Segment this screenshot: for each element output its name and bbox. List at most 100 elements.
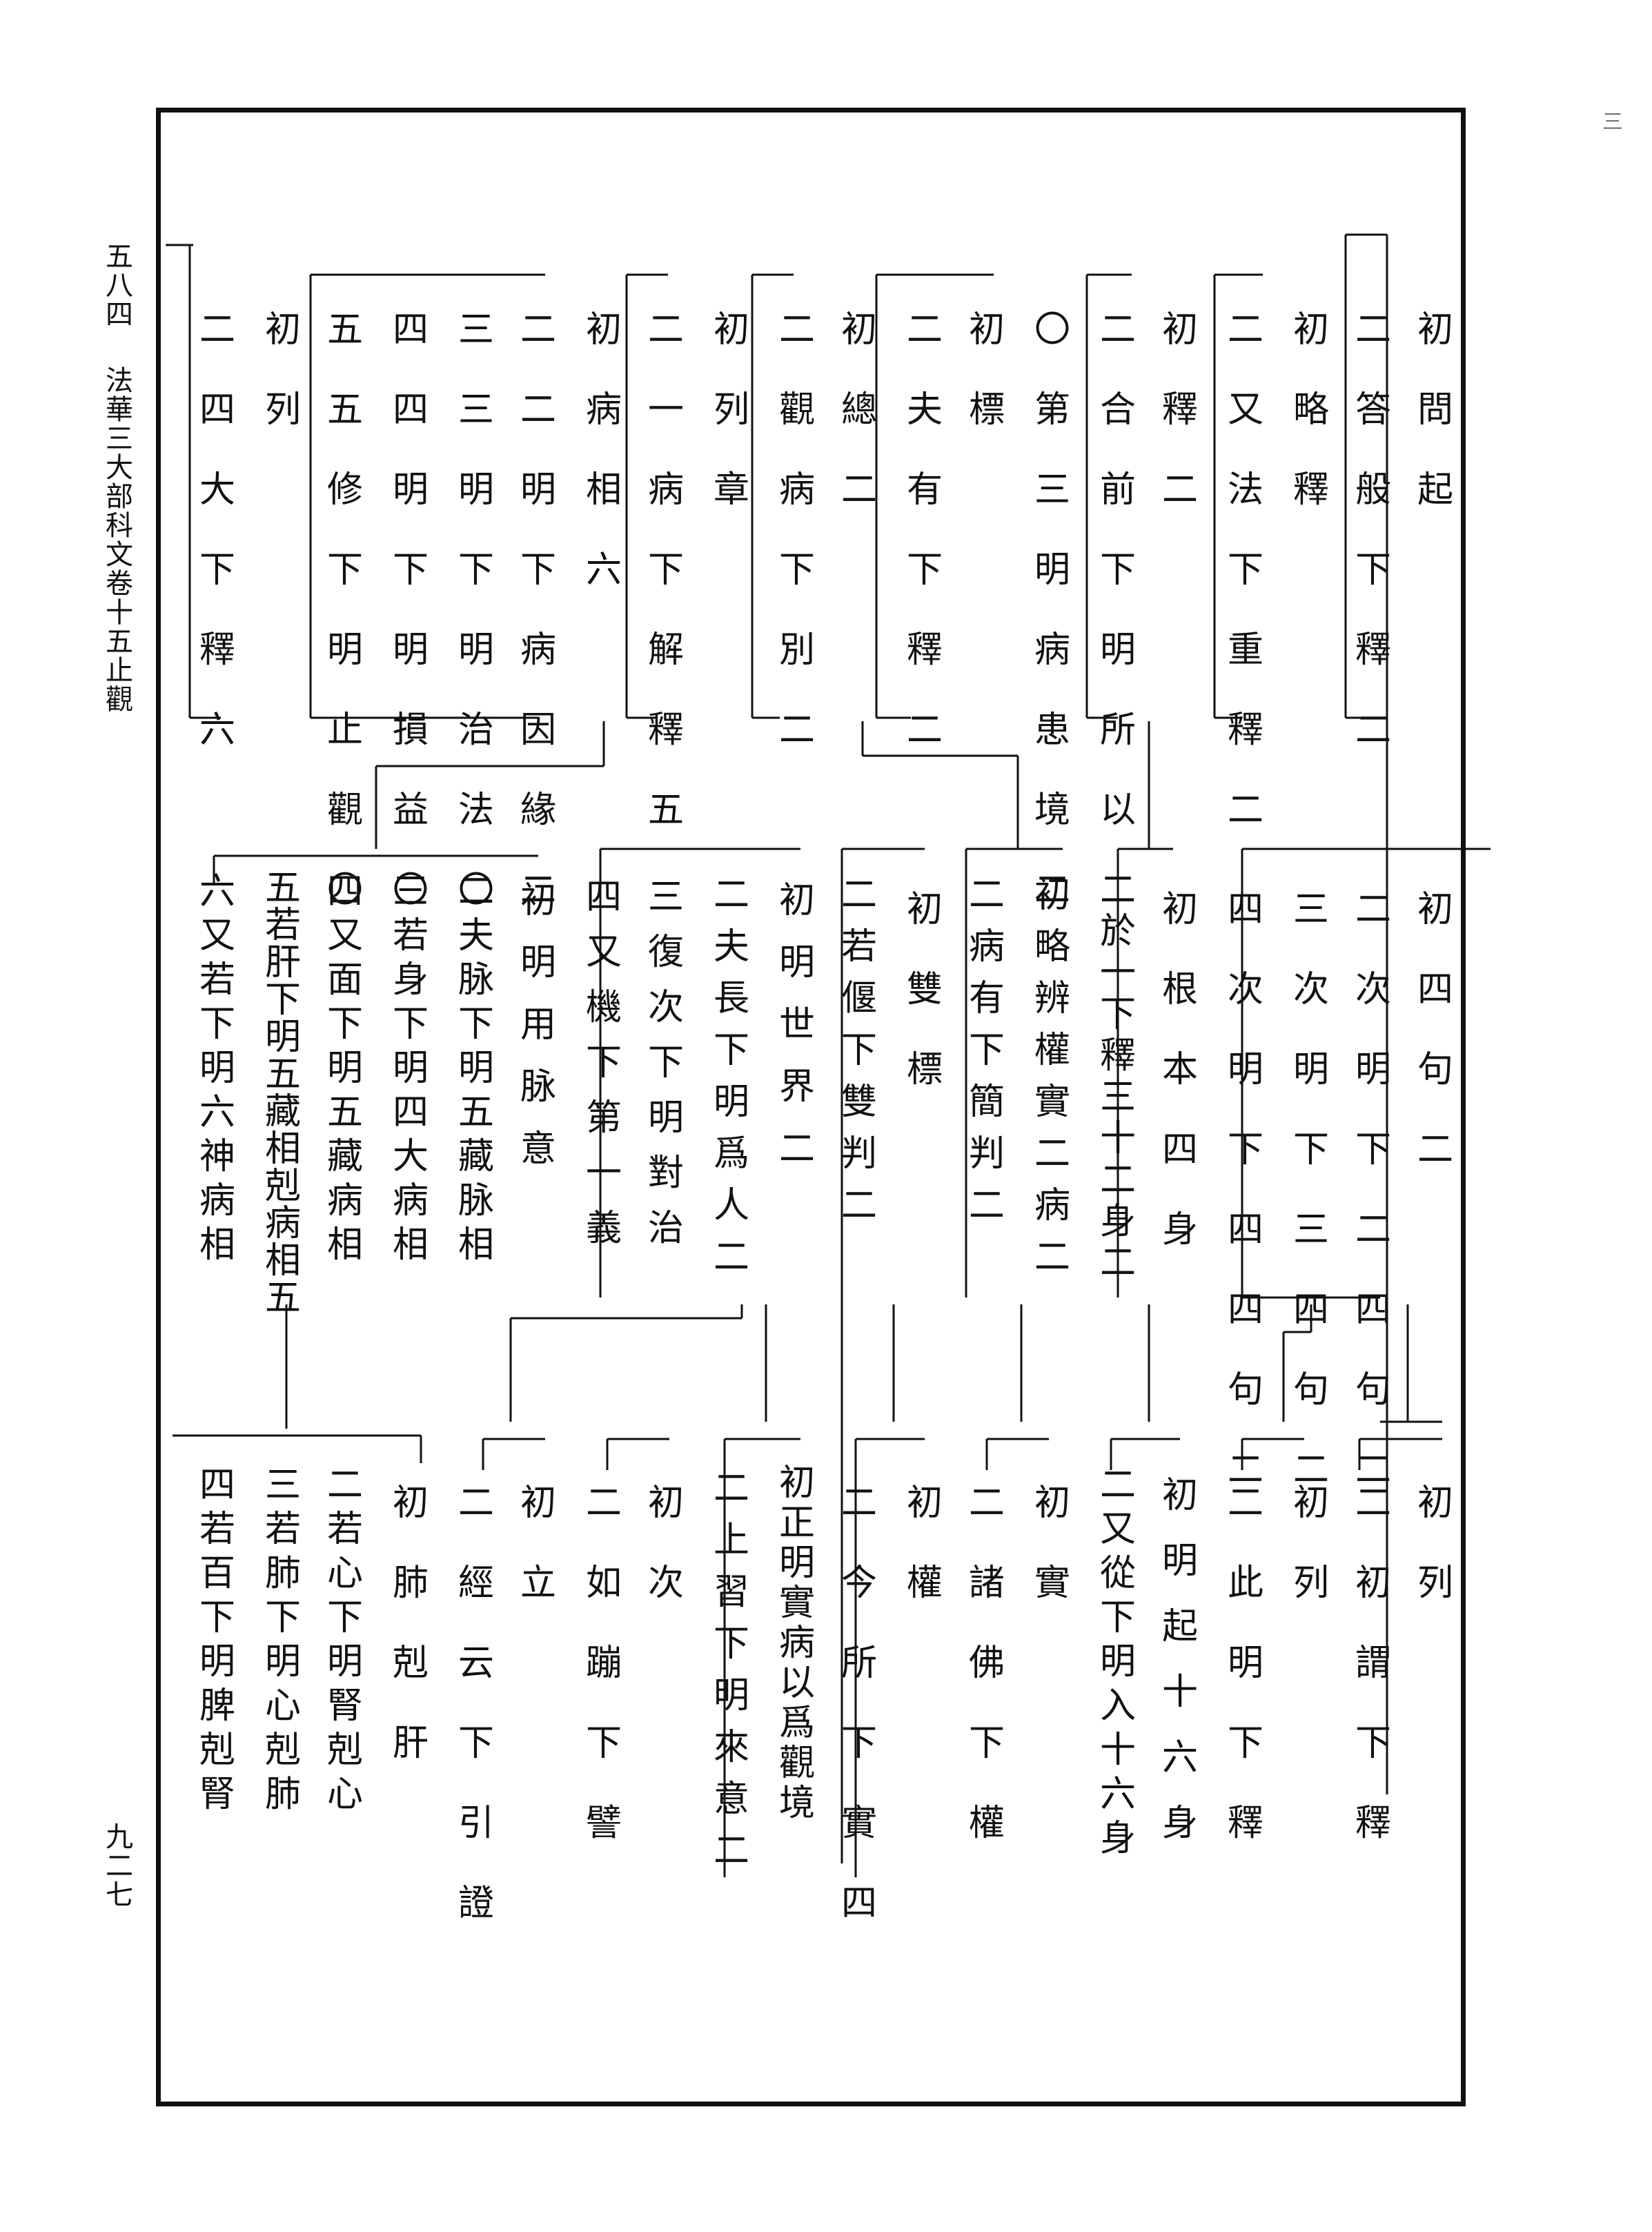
glyph: 所	[1099, 709, 1136, 751]
glyph: 引	[458, 1803, 494, 1844]
node-d5: 初根本四身	[1159, 870, 1201, 1270]
node-e16: 二經云下引證	[455, 1463, 497, 1944]
glyph: 長	[713, 978, 749, 1019]
glyph: 來	[713, 1727, 749, 1768]
glyph: 初	[1161, 1475, 1198, 1516]
glyph: 明	[458, 1048, 494, 1089]
node-e3: 初列	[1290, 1463, 1332, 1623]
glyph: 判	[840, 1133, 877, 1175]
glyph: 釋	[1161, 389, 1198, 431]
glyph: 明	[392, 1048, 429, 1089]
glyph: 本	[1161, 1049, 1198, 1090]
glyph: 肝	[392, 1723, 429, 1764]
node-e4: 二此明下釋	[1225, 1463, 1266, 1863]
glyph: 四	[392, 309, 429, 351]
glyph: 二	[1355, 709, 1391, 751]
glyph: 十	[1161, 1672, 1198, 1713]
glyph: 辨	[1034, 978, 1070, 1019]
node-d20: 六又若下明六神病相	[197, 870, 238, 1267]
node-e5: 初明起十六身	[1159, 1463, 1201, 1857]
node-c14: 初病相六	[583, 290, 625, 610]
node-c8: 初標	[966, 290, 1007, 450]
glyph: 病	[199, 1180, 235, 1222]
node-c3: 初略釋	[1290, 290, 1332, 530]
node-e10: 二今所下實四	[838, 1463, 880, 1944]
glyph: 復	[647, 932, 684, 973]
glyph: 二	[1355, 1209, 1391, 1251]
glyph: 明	[1161, 1540, 1198, 1582]
node-c9: 二夫有下釋二	[904, 290, 945, 770]
glyph: 肺	[264, 1774, 301, 1815]
node-c19: 初列	[262, 290, 304, 450]
glyph: 五	[326, 389, 363, 431]
glyph: 初	[1355, 1563, 1391, 1604]
glyph: 二	[713, 1468, 749, 1509]
node-c20: 二四大下釋六	[197, 290, 238, 770]
glyph: 下	[585, 1042, 622, 1084]
glyph: 夫	[458, 915, 494, 957]
glyph: 患	[1034, 709, 1070, 751]
glyph: 初	[840, 309, 877, 351]
glyph: 病	[326, 1180, 363, 1222]
glyph: 下	[199, 549, 235, 591]
glyph: 六	[1099, 1774, 1136, 1815]
glyph: 二	[778, 709, 815, 751]
node-d8: 二病有下簡判二	[966, 870, 1007, 1232]
glyph: 實	[1034, 1081, 1070, 1123]
glyph: 病	[647, 469, 684, 511]
node-d11: 初明世界二	[776, 870, 818, 1180]
glyph: 以	[778, 1663, 815, 1704]
glyph: 〇	[326, 870, 363, 911]
node-d7: 初略辨權實二病二	[1032, 870, 1073, 1284]
glyph: 云	[458, 1643, 494, 1684]
glyph: 病	[585, 389, 622, 431]
glyph: 釋	[1355, 1803, 1391, 1844]
glyph: 證	[458, 1883, 494, 1924]
node-e2: 二初謂下釋	[1353, 1463, 1394, 1863]
node-c5: 初釋二	[1159, 290, 1201, 530]
glyph: 四	[392, 389, 429, 431]
glyph: 又	[585, 932, 622, 973]
node-e9: 初權	[904, 1463, 945, 1623]
glyph: 初	[1417, 889, 1453, 930]
glyph: 下	[1099, 994, 1136, 1035]
glyph: 病	[778, 469, 815, 511]
glyph: 解	[647, 629, 684, 671]
glyph: 下	[778, 549, 815, 591]
glyph: 列	[264, 389, 301, 431]
glyph: 入	[1099, 1685, 1136, 1727]
glyph: 正	[778, 1502, 815, 1544]
glyph: 五	[264, 1277, 301, 1319]
glyph: 前	[1099, 469, 1136, 511]
glyph: 二	[1034, 870, 1070, 911]
glyph: 下	[326, 1597, 363, 1638]
glyph: 明	[520, 942, 556, 983]
glyph: 又	[199, 915, 235, 957]
glyph: 釋	[647, 709, 684, 751]
glyph: 二	[1227, 1482, 1263, 1524]
glyph: 因	[520, 709, 556, 751]
glyph: 略	[1034, 926, 1070, 968]
node-c16: 三三明下明治法〇	[455, 290, 497, 930]
glyph: 三	[392, 871, 429, 912]
glyph: 下	[1355, 1723, 1391, 1764]
glyph: 心	[326, 1553, 363, 1594]
glyph: 下	[1355, 1129, 1391, 1171]
glyph: 治	[647, 1208, 684, 1249]
node-d6: 二於一下釋三十二身二	[1097, 870, 1139, 1284]
glyph: 二	[1355, 889, 1391, 930]
glyph: 以	[1099, 790, 1136, 831]
glyph: 初	[778, 1462, 815, 1504]
glyph: 六	[585, 549, 622, 591]
glyph: 列	[713, 389, 749, 431]
glyph: 初	[1034, 874, 1070, 916]
glyph: 句	[1227, 1369, 1263, 1411]
book-title: 法華三大部科文卷十五止觀	[101, 366, 132, 714]
glyph: 又	[1099, 1509, 1136, 1550]
node-d1: 初四句二	[1415, 870, 1456, 1190]
glyph: 二	[840, 1185, 877, 1226]
glyph: 相	[585, 469, 622, 511]
glyph: 四	[1227, 889, 1263, 930]
node-c17: 四四明下明損益〇	[390, 290, 431, 930]
node-e18: 二若心下明腎剋心	[324, 1463, 366, 1817]
